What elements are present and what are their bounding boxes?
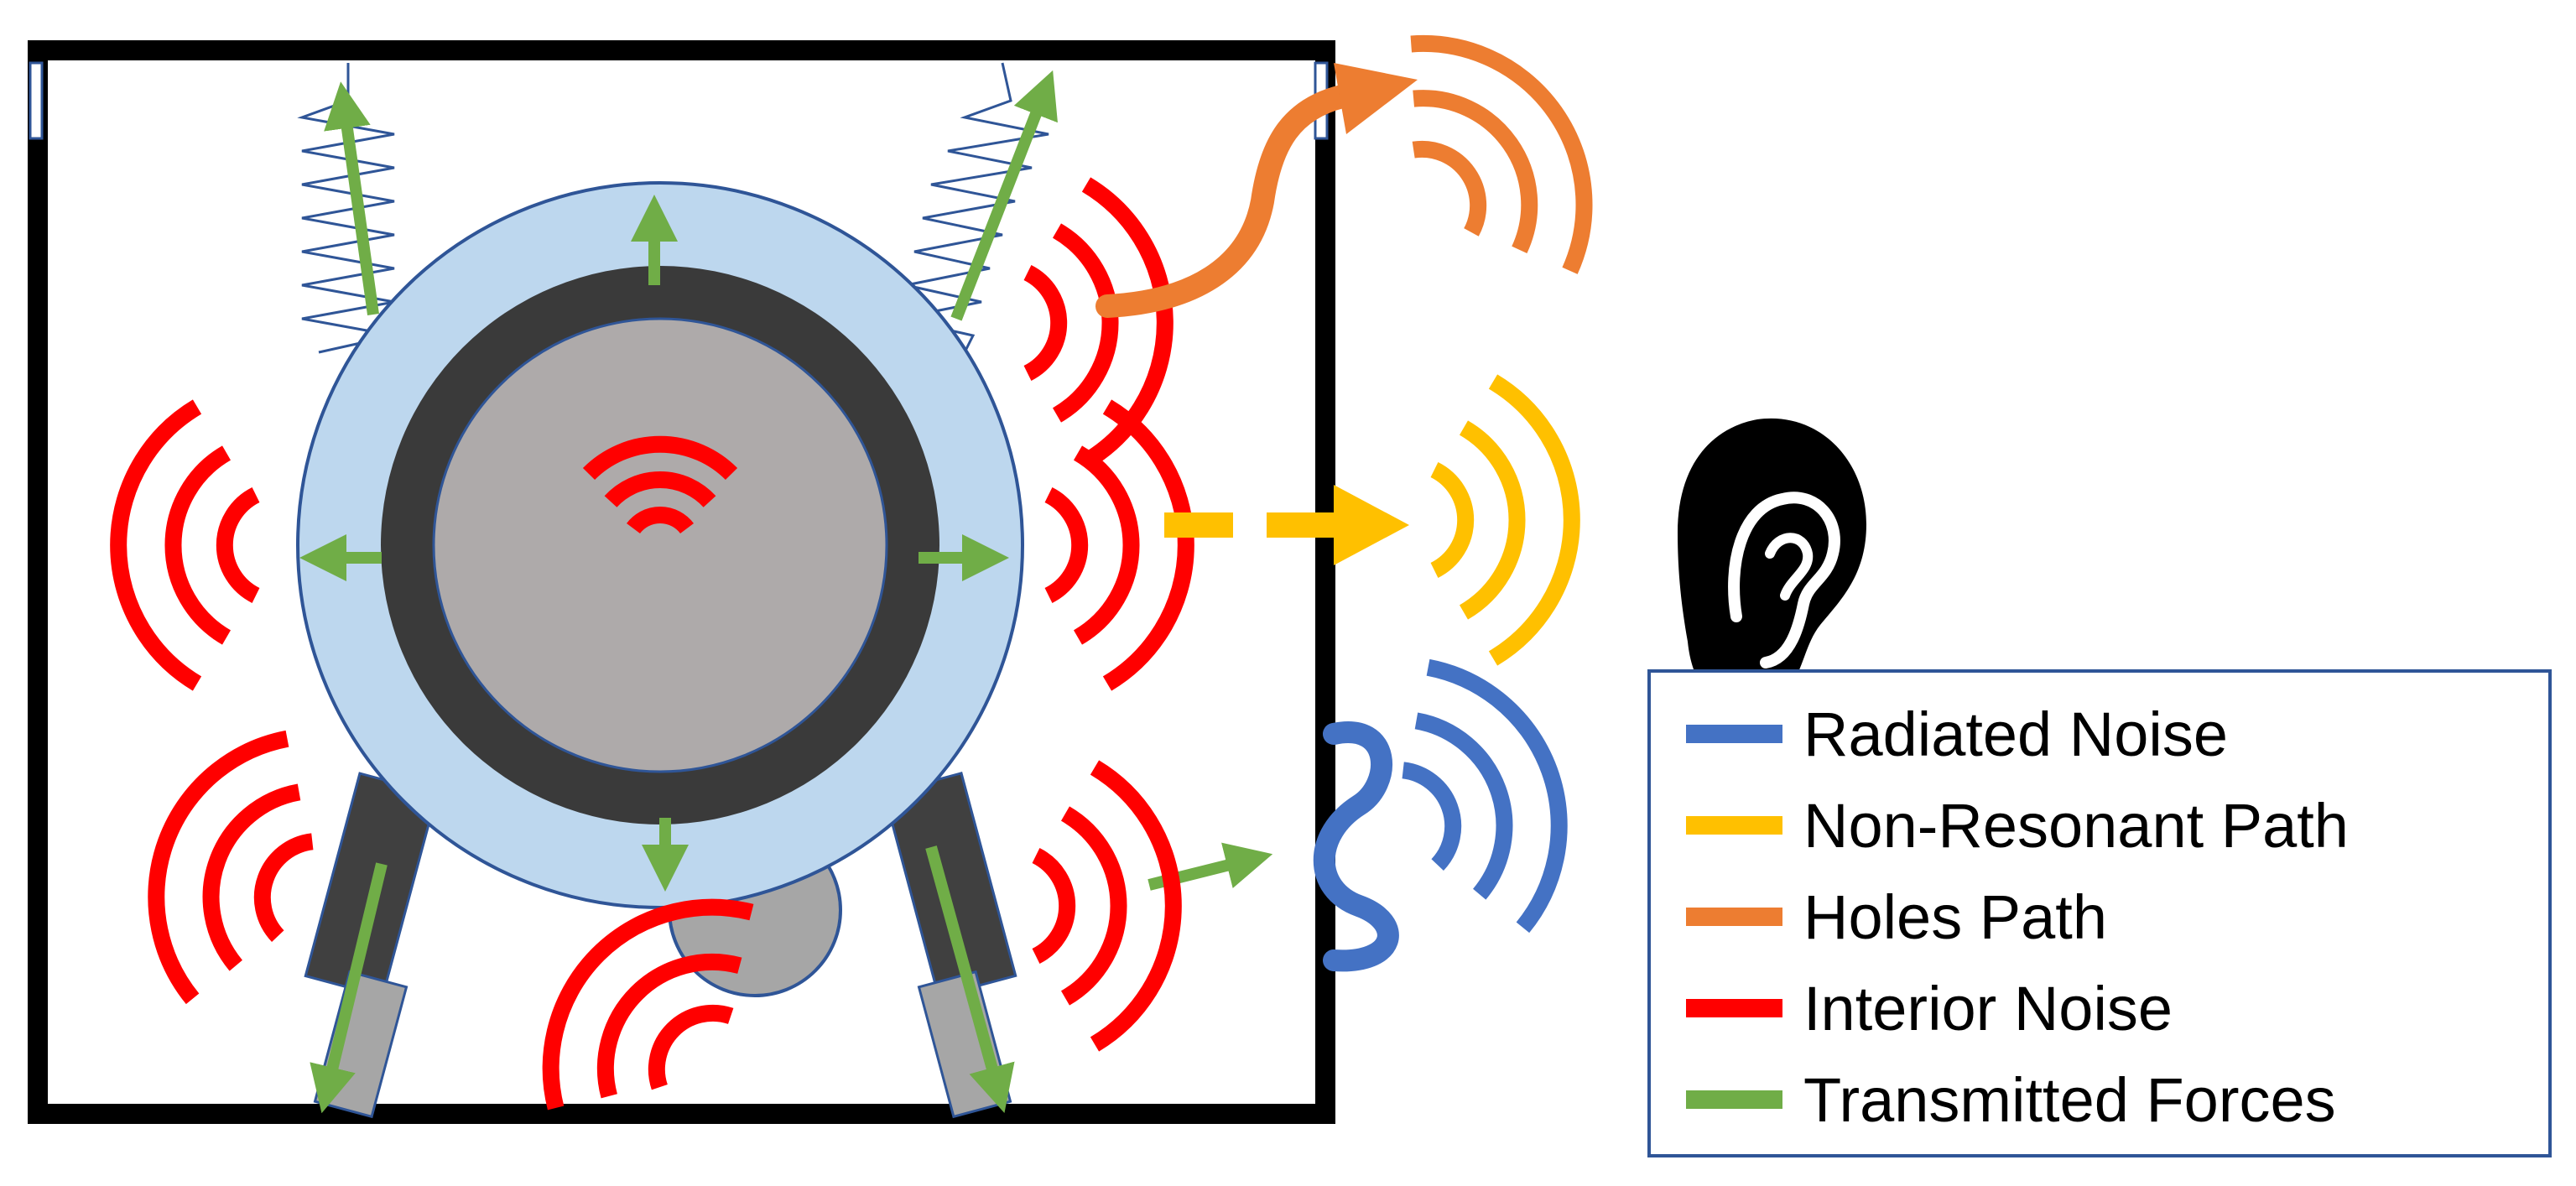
radiated-noise-waves — [1402, 658, 1568, 934]
ear-icon — [1678, 418, 1866, 710]
force-arrow-spring-right — [950, 70, 1058, 321]
non-resonant-path — [1164, 374, 1580, 666]
holes-path-arrow-head — [1334, 63, 1418, 134]
wave-center — [582, 435, 738, 534]
legend-label: Non-Resonant Path — [1803, 791, 2349, 861]
wave-lower-right — [1032, 760, 1182, 1052]
holes-path-waves — [1410, 34, 1593, 274]
legend-label: Interior Noise — [1803, 974, 2173, 1043]
legend-label: Radiated Noise — [1803, 700, 2228, 769]
holes-path — [1095, 34, 1593, 318]
transmitted-force-arrows — [299, 70, 1273, 1114]
holes-path-arrow-shaft — [1095, 85, 1354, 318]
legend-item-forces: Transmitted Forces — [1686, 1065, 2336, 1135]
wave-lower-left — [148, 730, 314, 1005]
wave-left — [110, 399, 260, 691]
wave-right — [1044, 399, 1194, 691]
vibrating-wall — [1313, 721, 1399, 972]
force-arrow-spring-left — [324, 81, 379, 315]
motor-housing — [296, 181, 1024, 909]
spring-right — [897, 62, 1049, 353]
legend-label: Holes Path — [1803, 882, 2107, 952]
non-resonant-waves — [1430, 374, 1580, 666]
legend-item-interior: Interior Noise — [1686, 974, 2173, 1043]
force-arrow-leg-left — [310, 862, 388, 1114]
wave-upper-right — [1023, 177, 1174, 469]
radiated-noise — [1313, 658, 1568, 972]
legend-item-non-resonant: Non-Resonant Path — [1686, 791, 2349, 861]
non-resonant-arrow-head — [1334, 485, 1409, 565]
interior-noise-waves — [110, 177, 1194, 1111]
legend-item-radiated: Radiated Noise — [1686, 700, 2228, 769]
legend-item-holes: Holes Path — [1686, 882, 2107, 952]
core — [432, 317, 888, 773]
force-arrow-leg-right — [925, 845, 1015, 1113]
enclosure-gap-left — [29, 61, 44, 140]
legend-box — [1647, 669, 2552, 1157]
legend-label: Transmitted Forces — [1803, 1065, 2336, 1135]
